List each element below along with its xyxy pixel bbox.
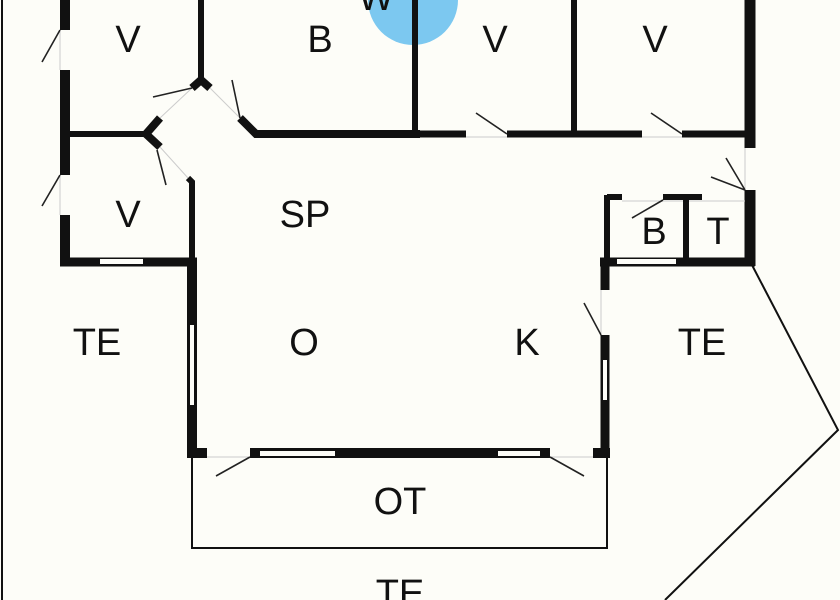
room-label-v3: V — [642, 19, 668, 61]
room-label-sp: SP — [280, 194, 331, 236]
room-label-te-left: TE — [73, 322, 122, 364]
room-label-t: T — [706, 211, 729, 253]
room-label-v2: V — [482, 19, 508, 61]
room-label-b1: B — [307, 19, 332, 61]
room-label-v1: V — [115, 19, 141, 61]
door-swings — [41, 29, 746, 477]
room-label-w: W — [358, 0, 394, 19]
room-label-b2: B — [641, 211, 666, 253]
room-label-k: K — [514, 322, 539, 364]
room-label-v4: V — [115, 194, 141, 236]
room-labels: V B W V V V SP B T TE O K TE OT TE — [73, 0, 730, 600]
room-label-ot: OT — [374, 481, 427, 523]
room-label-te-right: TE — [678, 322, 727, 364]
room-label-o: O — [289, 322, 319, 364]
room-label-te-bottom: TE — [376, 573, 425, 600]
